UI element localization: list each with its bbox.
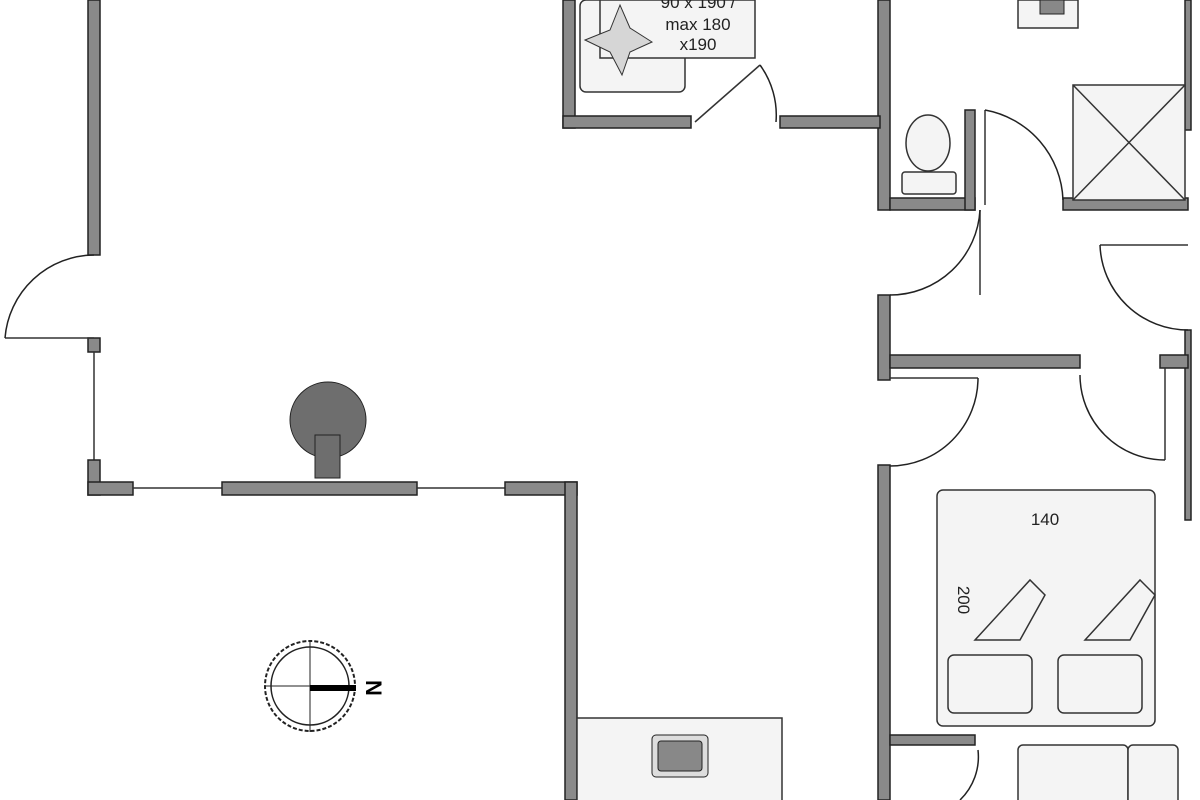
double-bed: 140 200 [889,489,1179,800]
bed-size-label: x190 [680,35,717,54]
bathroom [889,0,1189,211]
toilet-icon [905,114,951,172]
wood-stove-icon [289,381,367,479]
bed-size-label: 90 x 190 / [661,0,736,12]
small-bedroom: 90 x 190 / max 180 x190 [562,0,881,129]
bed-length-label: 200 [954,586,973,614]
entrance-door [4,254,95,339]
bed-width-label: 140 [1031,510,1059,529]
hallway [889,209,1189,467]
kitchen-counter [576,717,783,800]
outer-walls [87,0,1192,800]
north-compass-icon: N [264,640,386,732]
north-label: N [361,680,386,696]
bed-size-label: max 180 [665,15,730,34]
